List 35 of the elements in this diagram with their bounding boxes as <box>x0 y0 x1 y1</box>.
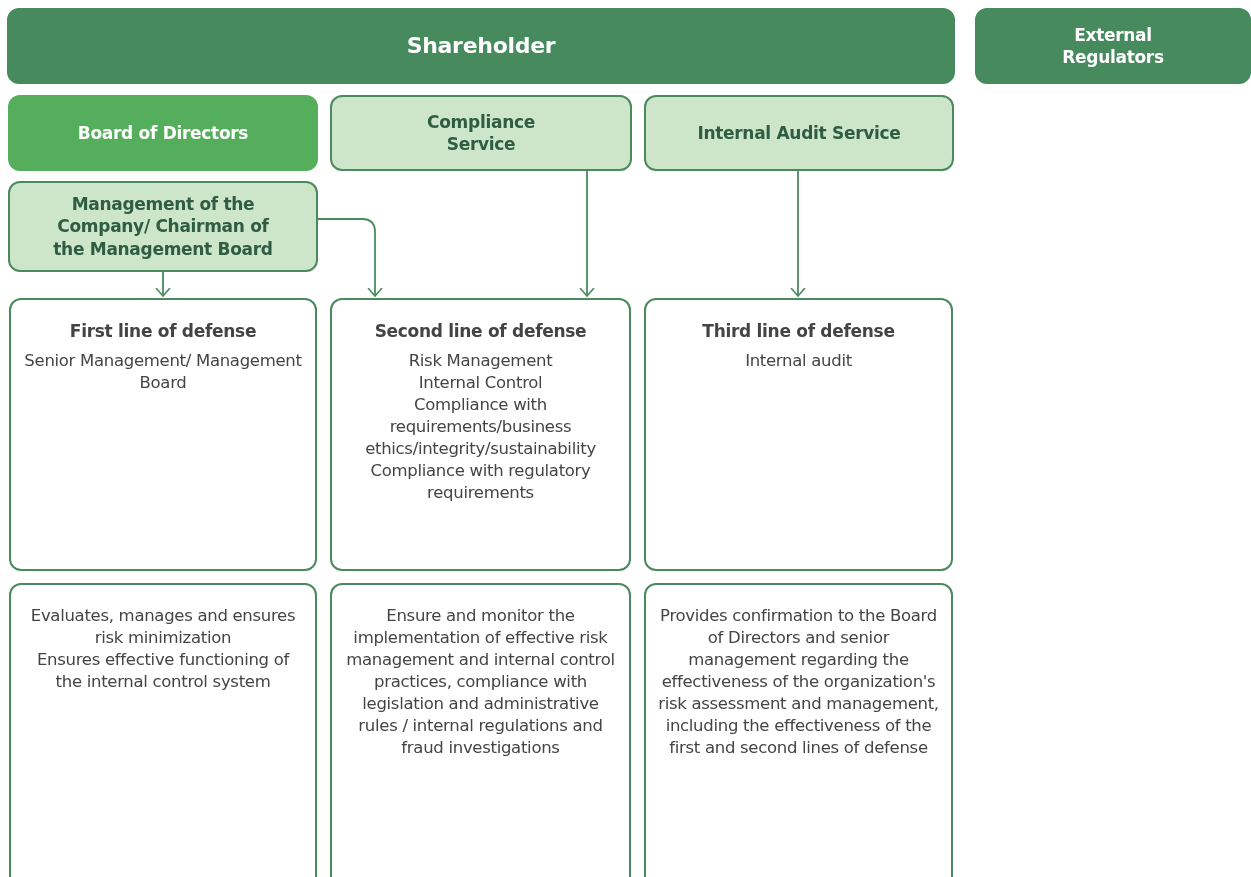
description-text: Internal Control <box>418 372 543 395</box>
text-card <box>9 298 317 571</box>
heading: Management of the Company/ Chairman of the Management Board <box>52 193 274 260</box>
description-text: Evaluates, manages and ensures risk minimization <box>29 605 297 649</box>
text-card <box>644 583 953 877</box>
arrow <box>579 170 595 297</box>
description-text: Risk Management <box>408 350 553 373</box>
text-card <box>8 181 318 272</box>
text-card <box>975 8 1251 84</box>
text-card <box>644 298 953 571</box>
text-card <box>9 583 317 877</box>
description-text: Compliance with requirements/business ethics/integrity/sustainability <box>364 394 597 461</box>
heading: Internal Audit Service <box>697 121 901 145</box>
label-box <box>7 8 955 84</box>
arrow <box>790 170 806 297</box>
arrow <box>317 218 383 297</box>
text-card <box>330 583 631 877</box>
description-text: Compliance with regulatory requirements <box>369 460 592 505</box>
description-text: Provides confirmation to the Board of Directors and senior management regarding the effectiveness of the organization's risk assessment and management, including the effectiveness of the first and second lines of defense <box>658 605 939 759</box>
heading: Board of Directors <box>77 121 249 145</box>
label-box <box>644 95 954 171</box>
heading: Second line of defense <box>374 320 587 343</box>
label-box <box>8 95 318 171</box>
text-card <box>330 298 631 571</box>
description-text: Ensures effective functioning of the internal control system <box>36 649 291 693</box>
description-text: Ensure and monitor the implementation of effective risk management and internal control practices, compliance with legislation and administrative rules / internal regulations and fraud investigations <box>345 605 616 759</box>
heading: First line of defense <box>69 320 257 343</box>
heading: External Regulators <box>1061 23 1165 69</box>
arrow <box>155 271 171 297</box>
description-text: Internal audit <box>745 350 852 373</box>
heading: Third line of defense <box>702 320 895 343</box>
heading: Shareholder <box>406 31 556 60</box>
heading: Compliance Service <box>426 110 536 156</box>
description-text: Senior Management/ Management Board <box>23 350 303 395</box>
text-card <box>330 95 632 171</box>
